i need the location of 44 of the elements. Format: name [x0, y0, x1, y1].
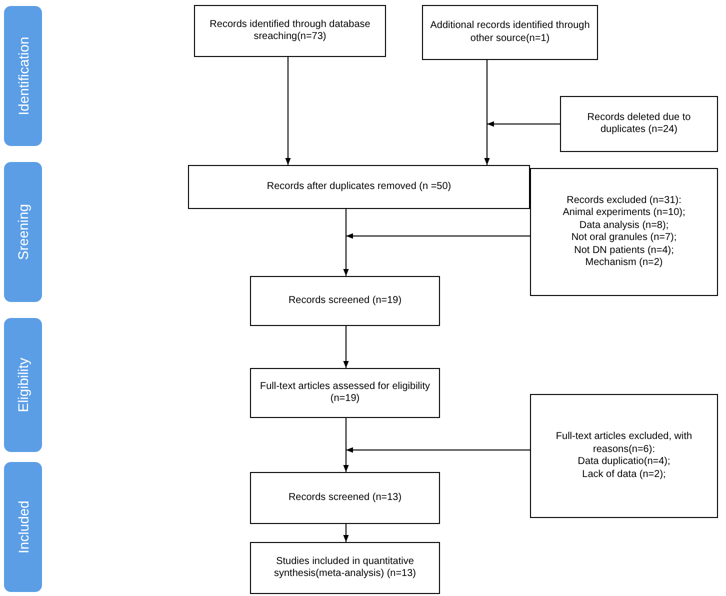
- box-text: Records deleted due to duplicates (n=24): [586, 112, 692, 136]
- box-text: Records screened (n=13): [288, 492, 402, 504]
- process-box: [250, 276, 440, 326]
- box-text: Not oral granules (n=7);: [571, 232, 677, 244]
- process-box: [194, 5, 386, 57]
- process-box: [530, 394, 718, 518]
- process-box: [560, 96, 718, 152]
- box-text: Additional records identified through other source(n=1): [429, 20, 591, 45]
- arrow: [343, 208, 349, 276]
- process-box: [530, 168, 718, 296]
- box-text: Data analysis (n=8);: [579, 220, 669, 232]
- box-text: Records screened (n=19): [288, 294, 402, 308]
- arrow: [484, 60, 490, 166]
- stage-label: Eligibility: [15, 358, 31, 412]
- process-box: [250, 368, 440, 418]
- arrow: [285, 56, 291, 166]
- box-text: Full-text articles excluded, with reasons(n=6):: [554, 431, 694, 456]
- box-text: Studies included in quantitative synthesis(meta-analysis) (n=13): [273, 556, 417, 580]
- box-text: Lack of data (n=2);: [582, 468, 666, 481]
- stage-band: [4, 162, 42, 302]
- arrow: [346, 233, 530, 239]
- arrow: [343, 418, 349, 472]
- box-text: Mechanism (n=2): [585, 257, 663, 270]
- stage-band: [4, 318, 42, 452]
- arrow: [343, 326, 349, 368]
- box-text: Not DN patients (n=4);: [574, 244, 674, 257]
- process-box: [422, 5, 598, 60]
- stage-label: Identification: [15, 36, 31, 116]
- stage-band: [4, 6, 42, 146]
- box-text: Records excluded (n=31):: [566, 194, 682, 207]
- process-box: [250, 472, 440, 524]
- stage-label: Sreening: [15, 204, 31, 260]
- box-text: Animal experiments (n=10);: [562, 207, 686, 220]
- process-box: [250, 542, 440, 594]
- box-text: Data duplicatio(n=4);: [578, 456, 670, 468]
- stage-band: [4, 462, 42, 592]
- box-text: Records identified through database sreaching(n=73): [208, 18, 372, 44]
- arrow: [343, 524, 349, 542]
- box-text: Full-text articles assessed for eligibility (n=19): [258, 380, 432, 406]
- arrow: [486, 121, 560, 127]
- box-text: Records after duplicates removed (n =50): [266, 180, 452, 194]
- process-box: [188, 165, 530, 209]
- stage-label: Included: [15, 500, 31, 554]
- arrow: [346, 447, 530, 453]
